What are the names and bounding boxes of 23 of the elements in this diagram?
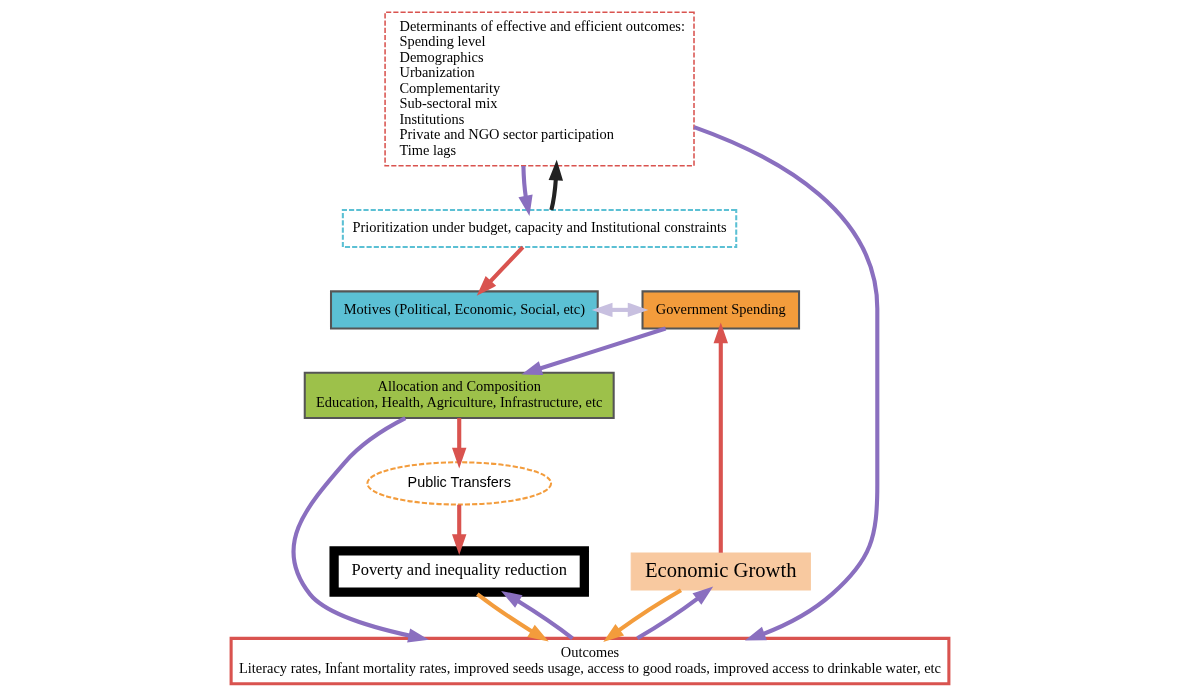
arrow	[713, 322, 728, 553]
arrow	[451, 504, 466, 555]
arrow	[475, 592, 549, 642]
node-box: Allocation and Composition Education, Health, Agriculture, Infrastructure, etc	[303, 371, 615, 420]
arrow	[290, 416, 429, 643]
arrow	[692, 125, 879, 641]
arrow	[451, 418, 466, 469]
node-box: Outcomes Literacy rates, Infant mortality rates, improved seeds usage, access to good roads, improved access to drinkable water, etc	[229, 636, 950, 686]
arrow	[591, 302, 648, 318]
arrow	[517, 165, 533, 217]
arrow	[548, 159, 563, 211]
arrow	[602, 588, 682, 643]
node-ellipse: Public Transfers	[365, 461, 552, 506]
node-box: Motives (Political, Economic, Social, etc)	[329, 290, 599, 330]
node-box: Determinants of effective and efficient outcomes: Spending level Demographics Urbanization Complementarity Sub-sectoral mix Institutions Private and NGO sector participation Time lags	[383, 11, 695, 167]
node-box: Prioritization under budget, capacity and Institutional constraints	[341, 208, 737, 249]
arrow	[500, 590, 574, 640]
node-box: Economic Growth	[630, 552, 811, 591]
arrow	[476, 245, 524, 296]
node-box: Government Spending	[641, 290, 800, 330]
node-box: Poverty and inequality reduction	[328, 546, 589, 597]
arrow	[520, 326, 666, 376]
arrow	[635, 586, 713, 641]
